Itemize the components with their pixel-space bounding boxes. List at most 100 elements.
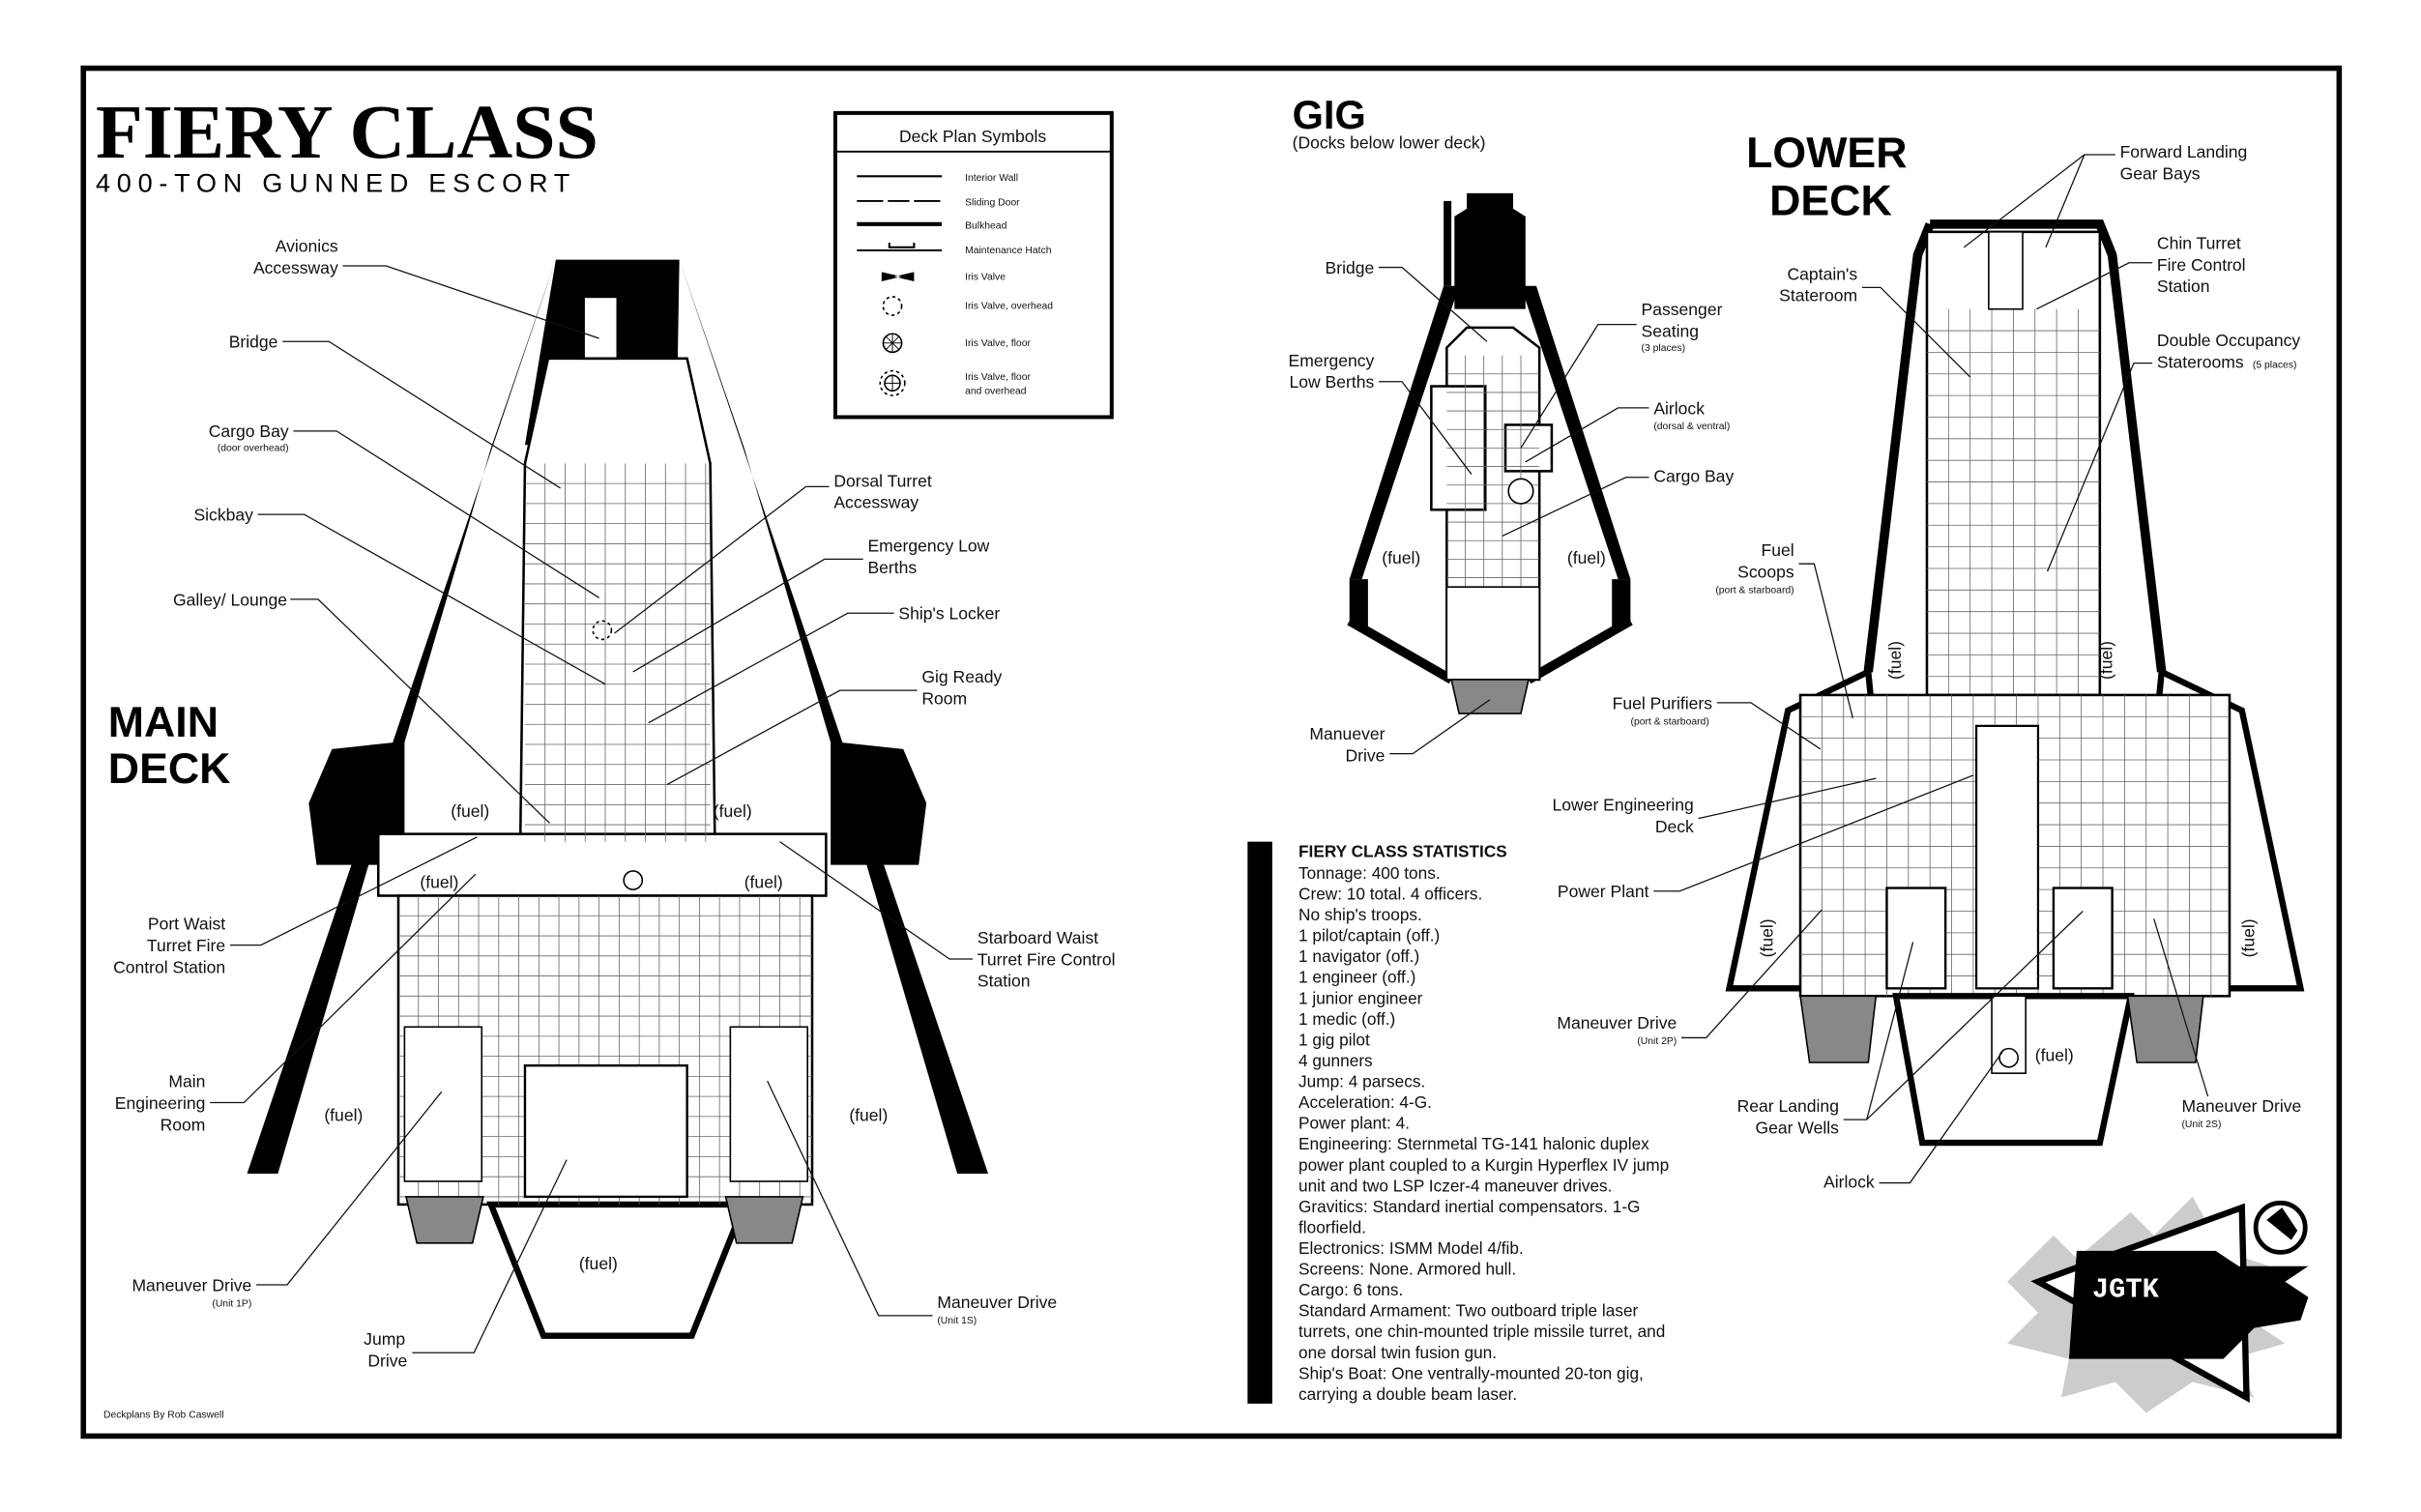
stats-line: power plant coupled to a Kurgin Hyperfle… xyxy=(1298,1155,1669,1175)
main-hull-right xyxy=(679,259,989,1174)
main-deck-plan: (fuel) (fuel) (fuel) (fuel) (fuel) (fuel… xyxy=(247,259,989,1339)
legend-item: Iris Valve, overhead xyxy=(965,302,1053,312)
iris-valve-symbol xyxy=(881,272,915,281)
legend-item: Bulkhead xyxy=(965,221,1006,232)
plan-label: Ship's Locker xyxy=(898,604,1000,624)
stats-line: floorfield. xyxy=(1298,1217,1366,1236)
plan-label: Jump xyxy=(364,1329,405,1349)
plan-label: Engineering xyxy=(115,1093,206,1113)
lower-deck-plan: (fuel) (fuel) (fuel) (fuel) (fuel) xyxy=(1725,219,2305,1147)
plan-label: Captain's xyxy=(1788,264,1858,283)
stats-line: Tonnage: 400 tons. xyxy=(1298,863,1441,883)
gig-heading: GIG xyxy=(1293,92,1366,137)
plan-label: (fuel) xyxy=(2035,1045,2074,1064)
plan-label: Fire Control xyxy=(2157,255,2246,275)
page-subtitle: 400-TON GUNNED ESCORT xyxy=(96,167,576,197)
plan-label: Emergency xyxy=(1289,351,1375,370)
gig-plan: (fuel) (fuel) xyxy=(1347,192,1633,714)
plan-label: Dorsal Turret xyxy=(833,471,932,490)
plan-label: Emergency Low xyxy=(867,536,989,555)
plan-label: Main xyxy=(168,1072,205,1091)
plan-label: Lower Engineering xyxy=(1553,796,1694,815)
plan-label: Seating xyxy=(1642,321,1700,340)
stats-line: Crew: 10 total. 4 officers. xyxy=(1298,885,1482,904)
page-title: FIERY CLASS xyxy=(96,90,598,175)
stats-line: Acceleration: 4-G. xyxy=(1298,1092,1432,1112)
plan-label: Turret Fire Control xyxy=(977,949,1116,969)
plan-label: Bridge xyxy=(229,333,278,352)
stats-line: turrets, one chin-mounted triple missile… xyxy=(1298,1322,1665,1341)
stats-line: Standard Armament: Two outboard triple l… xyxy=(1298,1301,1639,1321)
plan-label: (fuel) xyxy=(1567,548,1606,567)
plan-label: Gear Wells xyxy=(1755,1118,1839,1137)
fuel-label: (fuel) xyxy=(849,1106,888,1125)
plan-label: Station xyxy=(977,972,1031,991)
plan-label: Low Berths xyxy=(1289,372,1374,392)
stats-line: Cargo: 6 tons. xyxy=(1298,1280,1403,1299)
iris-valve-floor-icon xyxy=(623,870,644,890)
plan-label: Maneuver Drive xyxy=(937,1293,1057,1312)
iris-valve-overhead-icon xyxy=(882,296,903,316)
plan-label: Cargo Bay xyxy=(209,422,289,441)
plan-label: (Unit 1P) xyxy=(212,1298,251,1309)
stats-line: 1 gig pilot xyxy=(1298,1030,1370,1049)
plan-label: Room xyxy=(160,1115,206,1134)
stats-line: Screens: None. Armored hull. xyxy=(1298,1260,1516,1279)
plan-label: (fuel) xyxy=(1885,641,1905,680)
plan-label: Manuever xyxy=(1309,724,1385,743)
maneuver-drive-1p xyxy=(404,1196,484,1244)
maintenance-hatch-symbol xyxy=(857,243,943,252)
stats-line: 1 pilot/captain (off.) xyxy=(1298,926,1440,945)
iris-valve-overhead-icon xyxy=(592,620,613,641)
plan-label: Avionics xyxy=(276,237,338,256)
plan-label: (5 places) xyxy=(2253,360,2297,370)
iris-valve-floor-icon xyxy=(882,333,903,354)
publisher-logo: JGTK xyxy=(2007,1196,2309,1413)
stats-line: Electronics: ISMM Model 4/fib. xyxy=(1298,1238,1524,1258)
plan-label: Gear Bays xyxy=(2120,164,2201,184)
plan-label: Deck xyxy=(1655,817,1694,836)
plan-label: Double Occupancy xyxy=(2157,331,2300,350)
plan-label: Maneuver Drive xyxy=(1557,1013,1677,1032)
plan-label: Room xyxy=(921,689,967,709)
plan-label: Accessway xyxy=(253,258,338,277)
plan-label: (dorsal & ventral) xyxy=(1653,422,1730,432)
legend-item: and overhead xyxy=(965,387,1027,397)
main-aft-fuel-tank xyxy=(486,1201,749,1339)
plan-label: Port Waist xyxy=(148,915,225,934)
plan-label: (fuel) xyxy=(2097,641,2116,680)
plan-label: Cargo Bay xyxy=(1653,467,1734,486)
stats-line: Gravitics: Standard inertial compensator… xyxy=(1298,1197,1640,1216)
stats-line: unit and two LSP Iczer-4 maneuver drives… xyxy=(1298,1176,1612,1195)
fuel-label: (fuel) xyxy=(451,801,489,821)
main-deck-heading: DECK xyxy=(108,745,231,793)
stats-line: carrying a double beam laser. xyxy=(1298,1384,1517,1404)
legend-item: Sliding Door xyxy=(965,198,1020,209)
iris-valve-floor-icon xyxy=(1998,1047,2019,1068)
plan-label: (Unit 1S) xyxy=(937,1316,977,1326)
stats-bar xyxy=(1247,841,1272,1404)
maneuver-drive-1s xyxy=(724,1196,804,1244)
fuel-label: (fuel) xyxy=(579,1254,618,1273)
plan-label: Chin Turret xyxy=(2157,233,2241,252)
plan-label: (Unit 2S) xyxy=(2181,1119,2221,1130)
plan-label: Maneuver Drive xyxy=(2181,1096,2301,1116)
main-waist-section xyxy=(376,832,828,897)
stats-line: 4 gunners xyxy=(1298,1051,1373,1070)
legend-item: Iris Valve, floor xyxy=(965,372,1031,383)
plan-label: Turret Fire xyxy=(147,936,225,955)
plan-label: (door overhead) xyxy=(218,444,289,454)
stats-line: Power plant: 4. xyxy=(1298,1114,1410,1133)
plan-label: (port & starboard) xyxy=(1630,716,1708,727)
legend-item: Iris Valve xyxy=(965,272,1006,282)
main-hull-left xyxy=(247,259,556,1174)
plan-label: Accessway xyxy=(833,493,919,512)
stats-line: Jump: 4 parsecs. xyxy=(1298,1072,1425,1091)
lower-deck-labels: Forward Landing Gear Bays Captain's Stat… xyxy=(1553,142,2302,1191)
stats-line: 1 navigator (off.) xyxy=(1298,946,1419,966)
plan-label: (fuel) xyxy=(2239,918,2259,957)
logo-text: JGTK xyxy=(2092,1274,2160,1306)
plan-label: (port & starboard) xyxy=(1715,586,1794,596)
stats-heading: FIERY CLASS STATISTICS xyxy=(1298,842,1507,861)
